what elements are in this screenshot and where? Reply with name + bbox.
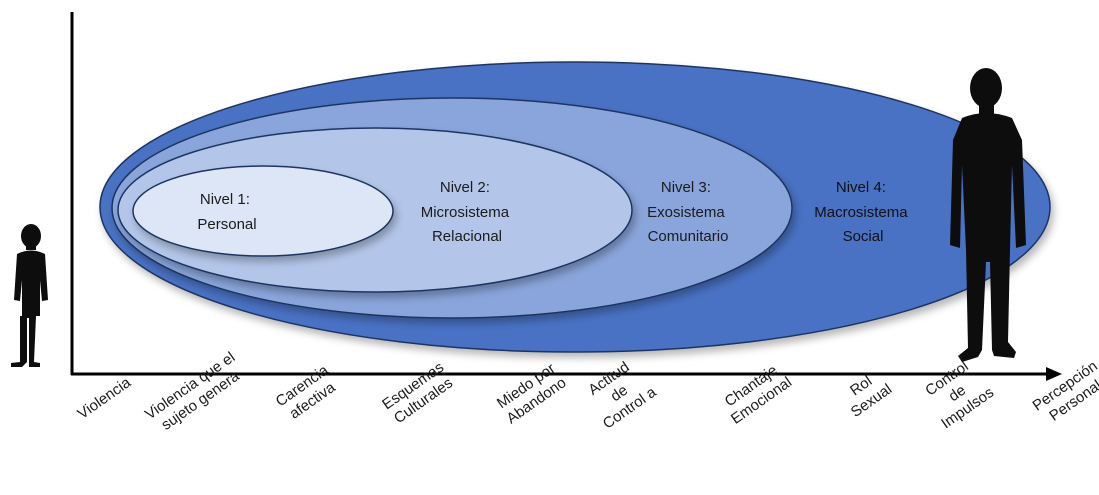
- x-axis-label-10: PercepciónPersonal: [1030, 358, 1099, 430]
- x-axis-label-line: de: [608, 382, 631, 405]
- child-silhouette-icon: [11, 224, 48, 367]
- x-axis-label-7: ChantajeEmocional: [718, 359, 795, 428]
- x-axis-label-9: ControldeImpulsos: [917, 354, 997, 432]
- level-2-label: Nivel 2: Microsistema Relacional: [421, 179, 514, 245]
- x-axis-label-2: Violencia que elsujeto genera: [142, 349, 249, 438]
- x-axis-arrowhead: [1046, 367, 1062, 381]
- x-axis-label-6: ActituddeControl a: [579, 354, 660, 433]
- x-axis-label-4: EsquemasCulturales: [379, 359, 457, 428]
- adult-silhouette-icon: [950, 68, 1026, 362]
- level-1-ellipse: [132, 165, 394, 257]
- x-axis-label-1: Violencia: [75, 374, 135, 423]
- x-axis-label-5: Miedo porAbandono: [493, 359, 569, 427]
- level-4-label: Nivel 4: Macrosistema Social: [814, 179, 912, 245]
- x-axis-label-3: Carenciaafectiva: [273, 361, 343, 424]
- level-1-label: Nivel 1: Personal: [197, 191, 256, 233]
- x-axis-label-line: Violencia: [75, 374, 135, 423]
- level-3-label: Nivel 3: Exosistema Comunitario: [647, 179, 729, 245]
- x-axis-label-line: de: [946, 382, 969, 405]
